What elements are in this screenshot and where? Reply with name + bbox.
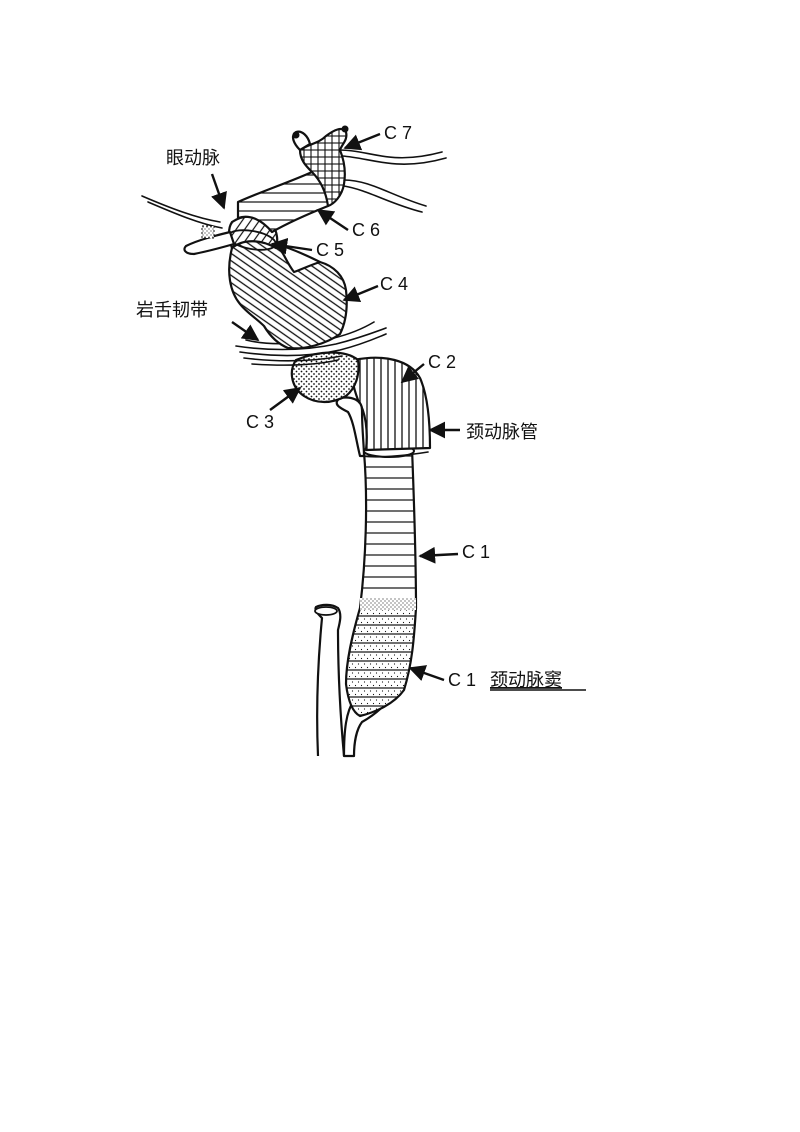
distal-branches [339,149,447,213]
external-carotid-stump [314,603,346,757]
c7-communicating-segment [291,125,349,208]
petrolingual-ligament [235,321,387,366]
label-c3: C 3 [246,412,274,432]
c1-carotid-sinus-segment [344,606,418,718]
label-petrolingual-ligament: 岩舌韧带 [136,300,208,321]
label-carotid-canal: 颈动脉管 [466,422,538,443]
ophthalmic-artery-vessel [141,195,236,256]
label-c5: C 5 [316,240,344,260]
c1-cervical-segment [358,444,418,610]
pointer-arrows [210,132,460,682]
label-c1-upper: C 1 [462,542,490,562]
label-c4: C 4 [380,274,408,294]
label-ophthalmic-artery: 眼动脉 [166,148,220,169]
label-c6: C 6 [352,220,380,240]
carotid-canal-sleeve [335,396,429,458]
label-c7: C 7 [384,123,412,143]
label-carotid-sinus: 颈动脉窦 [490,670,562,691]
label-c1-lower: C 1 [448,670,476,690]
label-c2: C 2 [428,352,456,372]
